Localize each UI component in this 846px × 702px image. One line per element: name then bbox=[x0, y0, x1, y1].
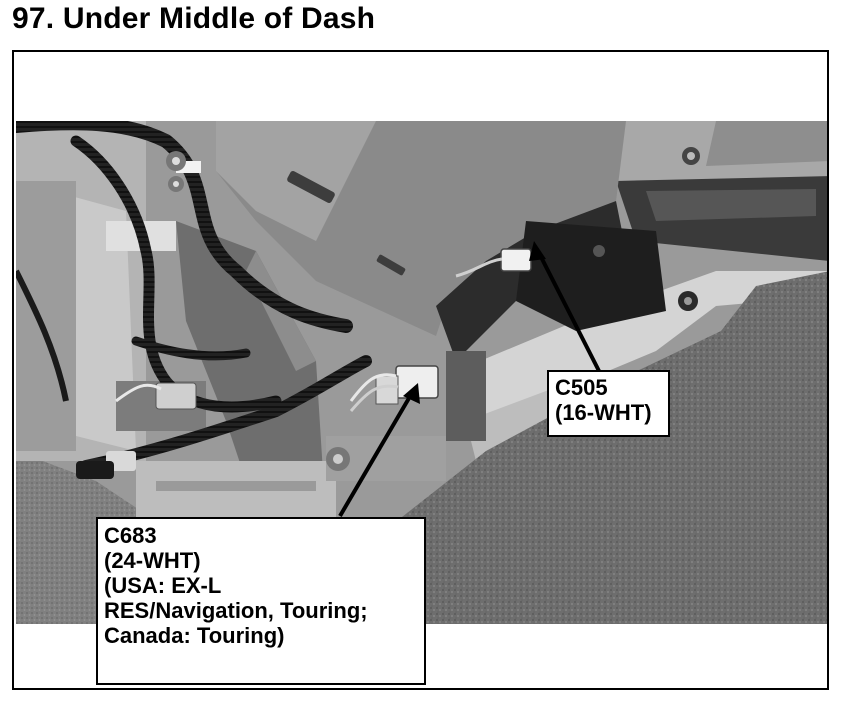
c505-connector-id: C505 bbox=[555, 375, 608, 400]
c683-applicability-line-3: Canada: Touring) bbox=[104, 623, 285, 648]
page-title: 97. Under Middle of Dash bbox=[12, 2, 376, 35]
c683-applicability-line-2: RES/Navigation, Touring; bbox=[104, 598, 368, 623]
c683-connector-spec: (24-WHT) bbox=[104, 548, 201, 573]
c505-connector-spec: (16-WHT) bbox=[555, 400, 652, 425]
c683-applicability-line-1: (USA: EX-L bbox=[104, 573, 222, 598]
callout-c505: C505 (16-WHT) bbox=[547, 370, 670, 437]
c683-connector-id: C683 bbox=[104, 523, 157, 548]
callout-c683: C683 (24-WHT) (USA: EX-L RES/Navigation,… bbox=[96, 517, 426, 685]
figure-frame: C505 (16-WHT) C683 (24-WHT) (USA: EX-L R… bbox=[12, 50, 829, 690]
